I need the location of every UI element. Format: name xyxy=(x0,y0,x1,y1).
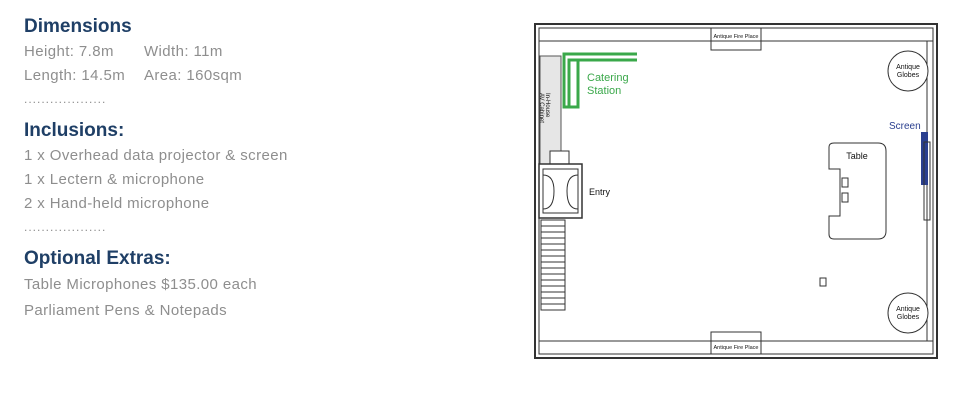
globes-bottom-line1: Antique xyxy=(896,306,920,313)
av-label-2: AV Cabinet xyxy=(538,93,544,123)
catering-counter-inner xyxy=(562,52,637,109)
table: Table xyxy=(828,142,887,240)
globes-top-line2: Globes xyxy=(897,72,920,79)
screen-frame xyxy=(923,141,931,221)
extra-item: Table Microphones $135.00 each xyxy=(24,276,257,293)
av-cabinet: In-House AV Cabinet xyxy=(538,55,562,167)
separator-1: ................... xyxy=(24,92,107,106)
screen: Screen xyxy=(889,121,931,221)
area-value: Area: 160sqm xyxy=(144,67,243,84)
inclusion-item: 1 x Overhead data projector & screen xyxy=(24,147,288,164)
dimensions-row-2: Length: 14.5m Area: 160sqm xyxy=(24,64,484,88)
width-value: Width: 11m xyxy=(144,43,223,60)
table-microphone xyxy=(841,177,849,188)
fireplace-bottom-label: Antique Fire Place xyxy=(714,345,759,351)
catering-label-2: Station xyxy=(587,85,621,97)
inclusions-heading: Inclusions: xyxy=(24,120,125,141)
table-label: Table xyxy=(846,151,868,161)
stair-steps xyxy=(541,225,565,305)
extras-heading: Optional Extras: xyxy=(24,248,171,269)
globes-bottom-line2: Globes xyxy=(897,314,920,321)
floor-speaker xyxy=(819,277,827,287)
entry: Entry xyxy=(538,163,611,219)
globes-top: Antique Globes xyxy=(887,50,929,92)
screen-label: Screen xyxy=(889,121,921,132)
fireplace-top-label: Antique Fire Place xyxy=(714,34,759,40)
venue-info-panel: Dimensions Height: 7.8m Width: 11m Lengt… xyxy=(24,14,484,324)
length-value: Length: 14.5m xyxy=(24,67,126,84)
globes-top-line1: Antique xyxy=(896,64,920,71)
catering-label-1: Catering xyxy=(587,72,629,84)
fireplace-bottom: Antique Fire Place xyxy=(710,331,762,355)
entry-label: Entry xyxy=(589,187,611,197)
height-value: Height: 7.8m xyxy=(24,43,114,60)
floor-plan: Antique Fire Place Antique Fire Place An… xyxy=(534,23,938,359)
inclusion-item: 1 x Lectern & microphone xyxy=(24,171,205,188)
separator-2: ................... xyxy=(24,220,107,234)
catering-counter xyxy=(567,58,637,107)
lectern xyxy=(549,150,570,166)
extra-item: Parliament Pens & Notepads xyxy=(24,302,228,319)
av-label-1: In-House xyxy=(544,93,550,118)
dimensions-heading: Dimensions xyxy=(24,16,132,37)
fireplace-top: Antique Fire Place xyxy=(710,27,762,51)
inclusion-item: 2 x Hand-held microphone xyxy=(24,195,210,212)
table-microphone xyxy=(841,192,849,203)
staircase xyxy=(540,219,566,311)
catering-station: Catering Station xyxy=(562,52,637,109)
dimensions-row-1: Height: 7.8m Width: 11m xyxy=(24,40,484,64)
globes-bottom: Antique Globes xyxy=(887,292,929,334)
